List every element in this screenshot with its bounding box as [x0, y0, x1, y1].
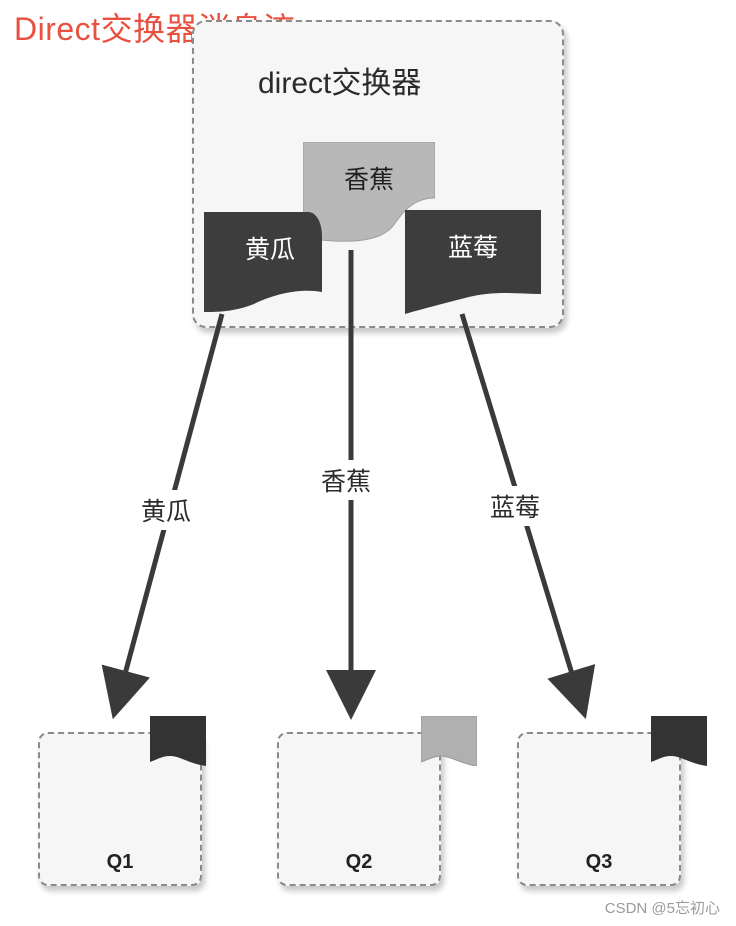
queue-label: Q3 — [585, 851, 613, 873]
exchange-label: direct交换器 — [258, 67, 422, 100]
queue-q1: Q1 — [38, 732, 202, 886]
edge-label-banana: 香蕉 — [317, 460, 376, 500]
routing-key-label: 黄瓜 — [244, 236, 295, 264]
message-q3 — [651, 716, 707, 766]
message-q1 — [150, 716, 206, 766]
flag-shape-blueberry — [405, 210, 541, 314]
routing-key-banana: 香蕉 — [303, 142, 435, 246]
queue-label: Q2 — [345, 851, 373, 873]
queue-label: Q1 — [106, 851, 134, 873]
routing-key-label: 蓝莓 — [447, 234, 498, 262]
edge-label-blueberry: 蓝莓 — [486, 486, 545, 526]
watermark: CSDN @5忘初心 — [604, 900, 720, 917]
routing-key-label: 香蕉 — [343, 166, 394, 194]
routing-key-blueberry: 蓝莓 — [405, 210, 541, 314]
message-q2 — [421, 716, 477, 766]
flag-shape-cucumber — [204, 212, 322, 312]
flag-shape-banana — [303, 142, 435, 242]
queue-q2: Q2 — [277, 732, 441, 886]
routing-key-cucumber: 黄瓜 — [204, 212, 336, 312]
edge-label-cucumber: 黄瓜 — [137, 490, 196, 530]
